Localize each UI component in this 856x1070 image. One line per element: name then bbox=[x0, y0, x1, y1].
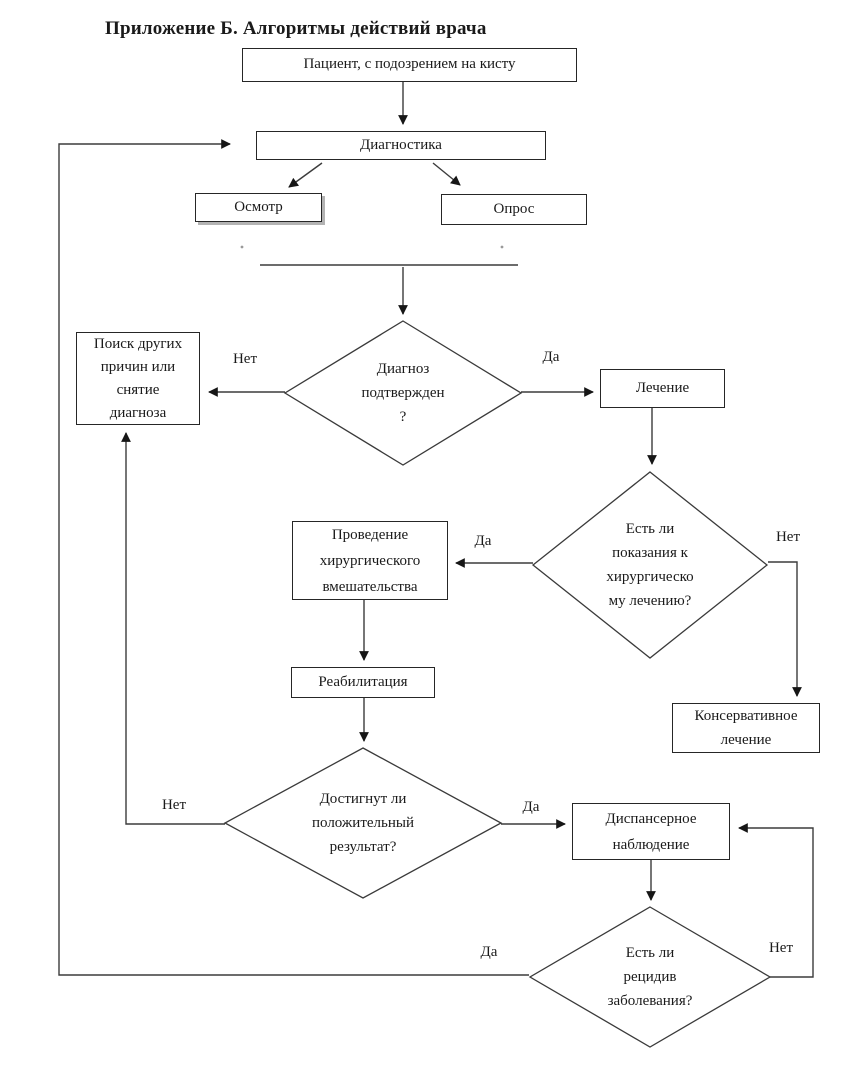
edge-label-decision3-yes: Да bbox=[522, 799, 540, 815]
node-survey: Опрос bbox=[441, 194, 587, 225]
decision-disease-relapse: Есть ли рецидив заболевания? bbox=[607, 945, 693, 1009]
node-examination: Осмотр bbox=[195, 193, 322, 222]
decision-diagnosis-confirmed-shape bbox=[283, 320, 523, 466]
edge-label-decision1-no: Нет bbox=[232, 351, 258, 367]
page-title: Приложение Б. Алгоритмы действий врача bbox=[105, 18, 487, 39]
edge-diagnostics-survey bbox=[432, 162, 461, 186]
node-diagnostics: Диагностика bbox=[256, 131, 546, 160]
node-conservative-treatment: Консервативное лечение bbox=[672, 703, 820, 753]
edge-label-decision1-yes: Да bbox=[542, 349, 560, 365]
stray-dot bbox=[500, 245, 504, 249]
node-rehabilitation: Реабилитация bbox=[291, 667, 435, 698]
edge-decision4-yes bbox=[58, 139, 529, 976]
decision-surgical-indications: Есть ли показания к хирургическо му лече… bbox=[606, 521, 694, 609]
node-treatment: Лечение bbox=[600, 369, 725, 408]
edge-label-decision4-yes: Да bbox=[480, 944, 498, 960]
edge-label-decision2-no: Нет bbox=[775, 529, 801, 545]
decision-diagnosis-confirmed: Диагноз подтвержден ? bbox=[361, 361, 445, 425]
edge-label-decision2-yes: Да bbox=[474, 533, 492, 549]
node-search-other-causes: Поиск других причин или снятие диагноза bbox=[76, 332, 200, 425]
decision-disease-relapse-shape bbox=[528, 906, 772, 1048]
decision-positive-result: Достигнут ли положительный результат? bbox=[311, 791, 414, 855]
edge-label-decision4-no: Нет bbox=[768, 940, 794, 956]
decision-positive-result-shape bbox=[223, 747, 503, 899]
edge-decision2-no bbox=[768, 561, 802, 697]
stray-dot bbox=[240, 245, 244, 249]
edge-decision4-no bbox=[738, 823, 814, 978]
node-dispensary-observation: Диспансерное наблюдение bbox=[572, 803, 730, 860]
edge-diagnostics-examination bbox=[288, 162, 323, 188]
edge-label-decision3-no: Нет bbox=[161, 797, 187, 813]
decision-surgical-indications-shape bbox=[531, 471, 769, 659]
node-patient: Пациент, с подозрением на кисту bbox=[242, 48, 577, 82]
node-surgical-intervention: Проведение хирургического вмешательства bbox=[292, 521, 448, 600]
edge-decision3-no bbox=[121, 432, 225, 825]
